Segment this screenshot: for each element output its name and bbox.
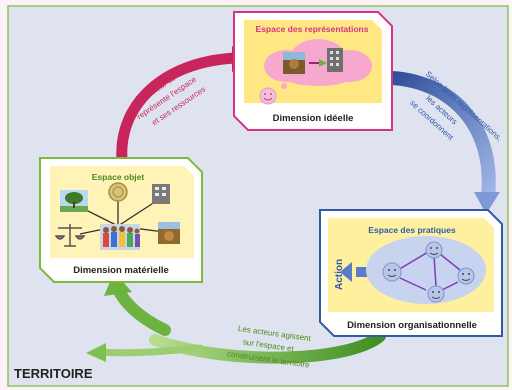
coordination-ellipse bbox=[366, 236, 486, 304]
building-icon bbox=[152, 184, 170, 204]
box-dimension-materielle: Espace objet bbox=[39, 157, 203, 283]
coordination-links bbox=[397, 251, 461, 291]
tree-icon bbox=[60, 190, 88, 212]
arrow-coordonnent bbox=[385, 71, 500, 214]
smiley-face-icon bbox=[425, 241, 443, 259]
box-dimension-organisationnelle: Espace des pratiques Action bbox=[319, 209, 503, 337]
smiley-face-icon bbox=[427, 285, 445, 303]
box-dimension-ideelle: Espace des représentations bbox=[233, 11, 393, 131]
action-label: Action bbox=[334, 259, 345, 290]
smiley-face-icon bbox=[457, 267, 475, 285]
people-group-icon bbox=[100, 224, 140, 250]
coins-icon bbox=[108, 182, 128, 202]
action-arrow bbox=[340, 262, 352, 282]
organisationnelle-header: Espace des pratiques bbox=[368, 225, 456, 235]
territoire-label: TERRITOIRE bbox=[14, 366, 93, 381]
arrow-agissent bbox=[86, 272, 386, 364]
landscape-photo-icon bbox=[158, 222, 180, 244]
smiley-face-icon bbox=[382, 262, 402, 282]
ideelle-header: Espace des représentations bbox=[256, 24, 369, 34]
materielle-footer: Dimension matérielle bbox=[73, 265, 169, 276]
ideelle-footer: Dimension idéelle bbox=[273, 113, 354, 124]
landscape-photo-icon bbox=[283, 52, 305, 74]
scales-icon bbox=[54, 224, 86, 247]
smiley-face-icon bbox=[259, 87, 277, 105]
materielle-header: Espace objet bbox=[92, 172, 145, 182]
building-icon bbox=[327, 48, 343, 72]
organisationnelle-footer: Dimension organisationnelle bbox=[347, 320, 477, 331]
